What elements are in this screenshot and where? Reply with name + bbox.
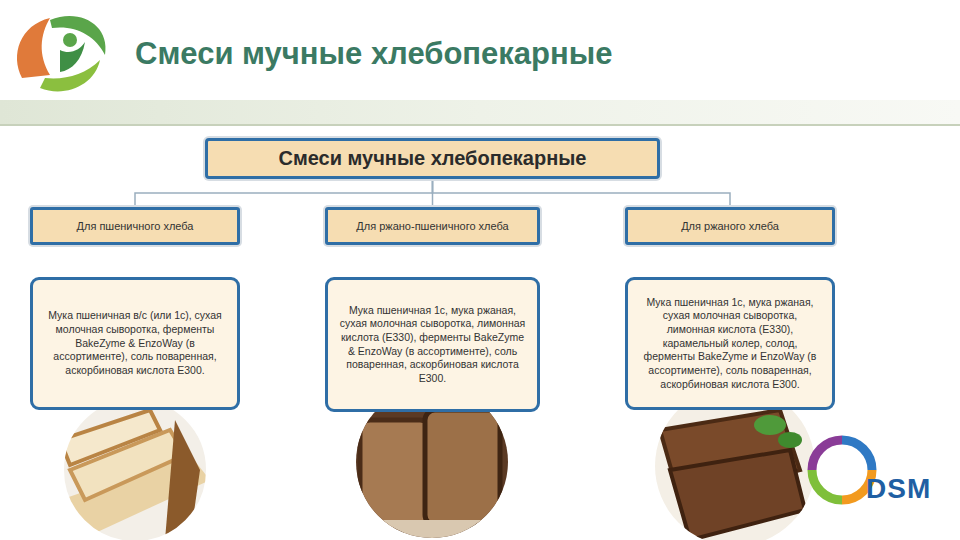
slide-title: Смеси мучные хлебопекарные xyxy=(135,36,612,72)
category-box: Для ржано-пшеничного хлеба xyxy=(325,207,540,245)
recipe-box: Мука пшеничная в/с (или 1с), сухая молоч… xyxy=(30,277,240,410)
box-text: Для ржаного хлеба xyxy=(681,220,779,232)
box-text: Мука пшеничная 1с, мука ржаная, сухая мо… xyxy=(338,304,527,386)
category-box: Для ржаного хлеба xyxy=(625,207,835,245)
box-text: Мука пшеничная 1с, мука ржаная, сухая мо… xyxy=(638,296,822,391)
logo xyxy=(17,16,105,91)
tree-connector xyxy=(135,179,433,207)
box-text: Мука пшеничная в/с (или 1с), сухая молоч… xyxy=(43,309,227,377)
recipe-box: Мука пшеничная 1с, мука ржаная, сухая мо… xyxy=(625,277,835,410)
brand-label: DSM xyxy=(866,473,931,505)
box-text: Для ржано-пшеничного хлеба xyxy=(356,220,508,232)
category-box: Для пшеничного хлеба xyxy=(30,207,240,245)
box-text: Для пшеничного хлеба xyxy=(77,220,194,232)
box-text: Смеси мучные хлебопекарные xyxy=(278,147,586,170)
root-box: Смеси мучные хлебопекарные xyxy=(205,138,660,179)
header-rule xyxy=(0,124,960,126)
wheat-bread-photo xyxy=(60,395,210,540)
tree-connector xyxy=(433,179,731,207)
recipe-box: Мука пшеничная 1с, мука ржаная, сухая мо… xyxy=(325,277,540,412)
dsm-logo-mark xyxy=(812,440,872,500)
header-band xyxy=(0,100,960,126)
